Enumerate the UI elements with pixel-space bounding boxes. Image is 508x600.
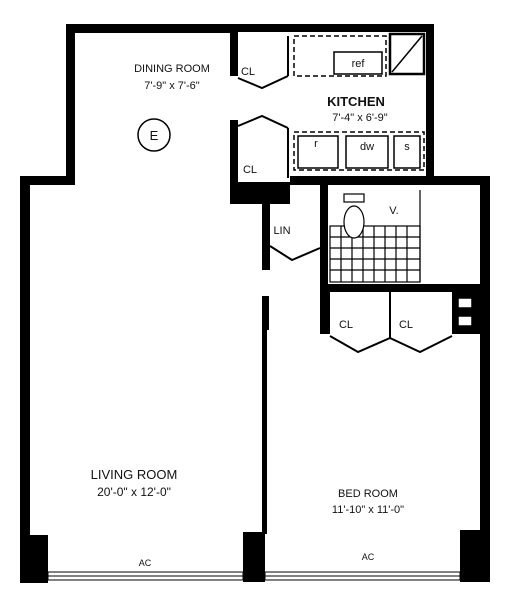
- kitchen-fixtures: [293, 32, 426, 171]
- bedroom-dims: 11'-10" x 11'-0": [332, 504, 404, 516]
- bathroom-tiles: [329, 190, 421, 283]
- windows: [47, 571, 461, 581]
- kitchen-dims: 7'-4" x 6'-9": [332, 112, 388, 124]
- closet-label-bedroom-right: CL: [399, 319, 413, 331]
- closet-label-dining-bottom: CL: [243, 164, 257, 176]
- labels: DINING ROOM 7'-9" x 7'-6" KITCHEN 7'-4" …: [91, 58, 413, 568]
- sink-label: s: [404, 141, 410, 153]
- vanity-label: V.: [389, 205, 398, 217]
- closet-label-dining-top: CL: [241, 66, 255, 78]
- bedroom-name: BED ROOM: [338, 488, 398, 500]
- closet-doors: [237, 36, 453, 354]
- dishwasher-label: dw: [360, 141, 374, 153]
- kitchen-name: KITCHEN: [327, 94, 385, 109]
- unit-marker: E: [150, 128, 159, 143]
- range-label: r: [314, 138, 318, 150]
- ac-label-living: AC: [139, 558, 152, 568]
- linen-closet-label: LIN: [273, 225, 290, 237]
- closet-label-bedroom-left: CL: [339, 319, 353, 331]
- dining-room-name: DINING ROOM: [134, 63, 210, 75]
- living-room-name: LIVING ROOM: [91, 467, 178, 482]
- refrigerator-label: ref: [352, 58, 366, 70]
- walls: [20, 24, 490, 583]
- unit-marker-circle: [137, 118, 171, 152]
- ac-label-bedroom: AC: [362, 552, 375, 562]
- dining-room-dims: 7'-9" x 7'-6": [144, 80, 200, 92]
- living-room-dims: 20'-0" x 12'-0": [97, 485, 171, 499]
